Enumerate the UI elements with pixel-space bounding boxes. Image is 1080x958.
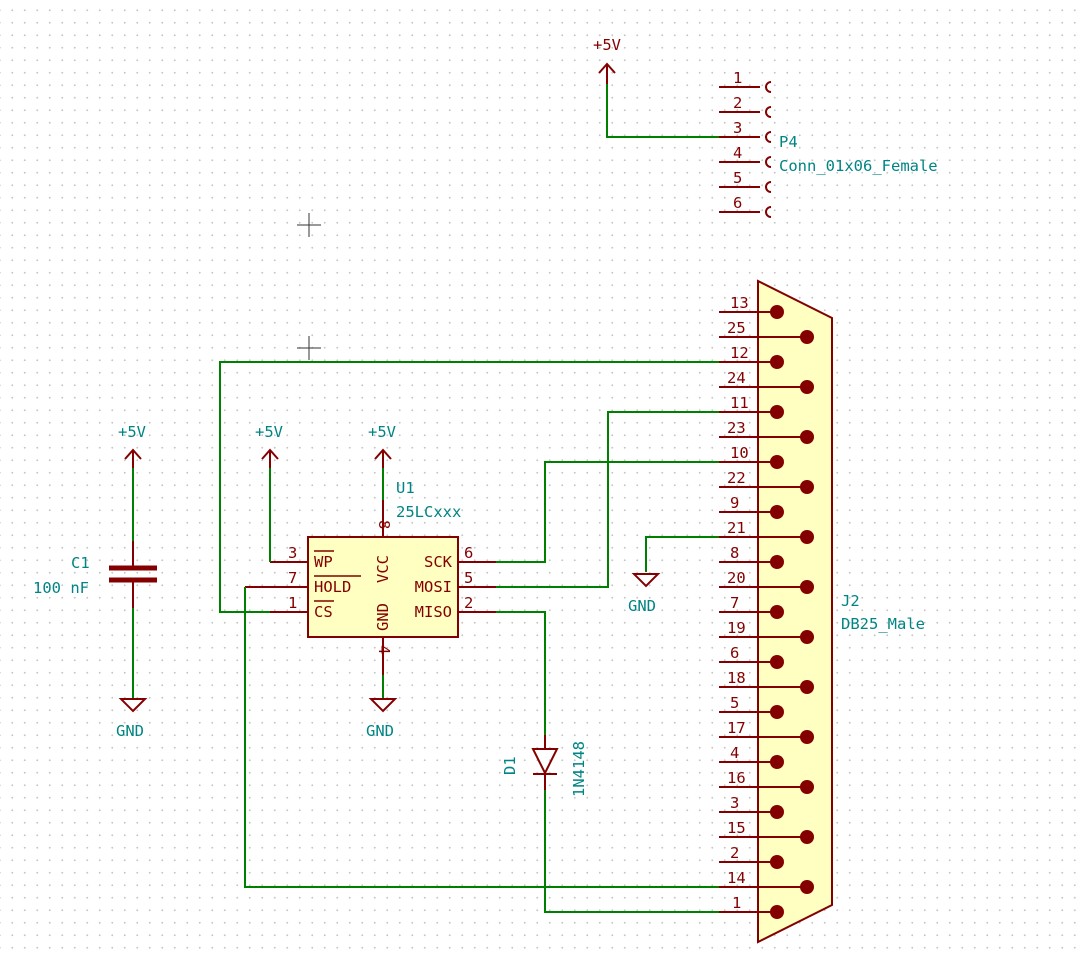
connector-j2[interactable]: 13 12 11 10 9 8 7 6 5 4 3 2 1: [719, 279, 925, 944]
power-label: +5V: [593, 36, 621, 54]
power-5v-wp[interactable]: +5V: [255, 423, 283, 468]
u1-pin-name: CS: [314, 603, 333, 621]
connector-p4[interactable]: 1 2 3 4 5 6 P4 Conn_01x06_Female: [719, 69, 938, 218]
capacitor-c1[interactable]: C1 100 nF: [33, 541, 157, 608]
cursor-cross-icon: [297, 213, 321, 237]
j2-pin-number: 12: [730, 344, 749, 362]
p4-pin-number: 4: [733, 144, 742, 162]
j2-right-pins: 25 24 23 22 21 20 19 18 17 16 15 14: [719, 319, 814, 894]
j2-pin-number: 2: [730, 844, 739, 862]
d1-value: 1N4148: [570, 741, 588, 797]
j2-pin-number: 14: [727, 869, 746, 887]
u1-pin-name: VCC: [374, 555, 392, 583]
wire-mosi-j2-11: [496, 411, 719, 588]
p4-pin-1: 1: [719, 69, 772, 93]
j2-pin-number: 11: [730, 394, 749, 412]
u1-pin-number: 3: [288, 544, 297, 562]
u1-pin-name: GND: [374, 603, 392, 631]
u1-pin-number: 6: [464, 544, 473, 562]
wire-p4-vcc: [606, 84, 719, 138]
d1-reference: D1: [501, 756, 519, 775]
u1-value: 25LCxxx: [396, 503, 461, 521]
u1-pin-name: HOLD: [314, 578, 351, 596]
j2-pin-number: 6: [730, 644, 739, 662]
j2-pin-number: 23: [727, 419, 746, 437]
p4-pin-2: 2: [719, 94, 772, 118]
ic-u1[interactable]: 3 7 1 6 5 2 8 4 WP HOLD CS SCK MOSI MISO…: [245, 479, 496, 675]
c1-value: 100 nF: [33, 579, 89, 597]
p4-pin-number: 3: [733, 119, 742, 137]
j2-pin-number: 25: [727, 319, 746, 337]
j2-left-pins: 13 12 11 10 9 8 7 6 5 4 3 2 1: [719, 294, 784, 919]
wire-hold-j2-14: [244, 587, 719, 888]
u1-pin-number: 8: [375, 520, 393, 529]
j2-pin-number: 15: [727, 819, 746, 837]
j2-pin-number: 13: [730, 294, 749, 312]
p4-pin-number: 2: [733, 94, 742, 112]
power-label: +5V: [368, 423, 396, 441]
u1-pin-number: 1: [288, 594, 297, 612]
j2-pin-number: 19: [727, 619, 746, 637]
u1-pin-name: WP: [314, 553, 333, 571]
p4-pin-6: 6: [719, 194, 772, 218]
u1-pin-number: 2: [464, 594, 473, 612]
u1-pin-name: MOSI: [415, 578, 452, 596]
power-label: +5V: [255, 423, 283, 441]
power-5v-c1[interactable]: +5V: [118, 423, 146, 468]
p4-reference: P4: [779, 133, 798, 151]
p4-pin-number: 1: [733, 69, 742, 87]
power-label: GND: [628, 597, 656, 615]
power-gnd-c1[interactable]: GND: [116, 698, 148, 740]
wire-sck-j2-10: [496, 461, 719, 563]
p4-pin-number: 5: [733, 169, 742, 187]
u1-pin-number: 5: [464, 569, 473, 587]
power-5v-p4[interactable]: +5V: [593, 36, 621, 84]
j2-pin-number: 1: [732, 894, 741, 912]
u1-reference: U1: [396, 479, 415, 497]
p4-value: Conn_01x06_Female: [779, 157, 938, 175]
j2-pin-number: 5: [730, 694, 739, 712]
diode-d1[interactable]: D1 1N4148: [501, 735, 588, 797]
u1-pin-number: 4: [375, 645, 393, 654]
j2-pin-number: 16: [727, 769, 746, 787]
j2-pin-number: 24: [727, 369, 746, 387]
wire-miso-d1: [496, 611, 546, 735]
wire-j2-gnd: [645, 536, 719, 572]
j2-pin-number: 20: [727, 569, 746, 587]
j2-pin-number: 21: [727, 519, 746, 537]
power-label: GND: [116, 722, 144, 740]
j2-reference: J2: [841, 592, 860, 610]
power-label: +5V: [118, 423, 146, 441]
u1-pin-name: MISO: [415, 603, 452, 621]
j2-pin-number: 22: [727, 469, 746, 487]
u1-pin-name: SCK: [424, 553, 453, 571]
j2-pin-number: 3: [730, 794, 739, 812]
c1-reference: C1: [71, 554, 90, 572]
u1-pin-number: 7: [288, 569, 297, 587]
j2-pin-number: 9: [730, 494, 739, 512]
power-label: GND: [366, 722, 394, 740]
j2-pin-number: 7: [730, 594, 739, 612]
p4-pin-3: 3: [719, 119, 772, 143]
j2-pin-number: 18: [727, 669, 746, 687]
p4-pin-4: 4: [719, 144, 772, 168]
p4-pin-number: 6: [733, 194, 742, 212]
j2-pin-number: 17: [727, 719, 746, 737]
power-5v-vcc[interactable]: +5V: [368, 423, 396, 468]
j2-pin-number: 10: [730, 444, 749, 462]
p4-pin-5: 5: [719, 169, 772, 193]
power-gnd-u1[interactable]: GND: [366, 675, 398, 740]
cursor-cross-icon: [297, 336, 321, 360]
power-gnd-j2[interactable]: GND: [628, 573, 661, 615]
j2-value: DB25_Male: [841, 615, 925, 633]
j2-pin-number: 8: [730, 544, 739, 562]
wire-d1-j2-1: [544, 790, 719, 913]
j2-pin-number: 4: [730, 744, 739, 762]
